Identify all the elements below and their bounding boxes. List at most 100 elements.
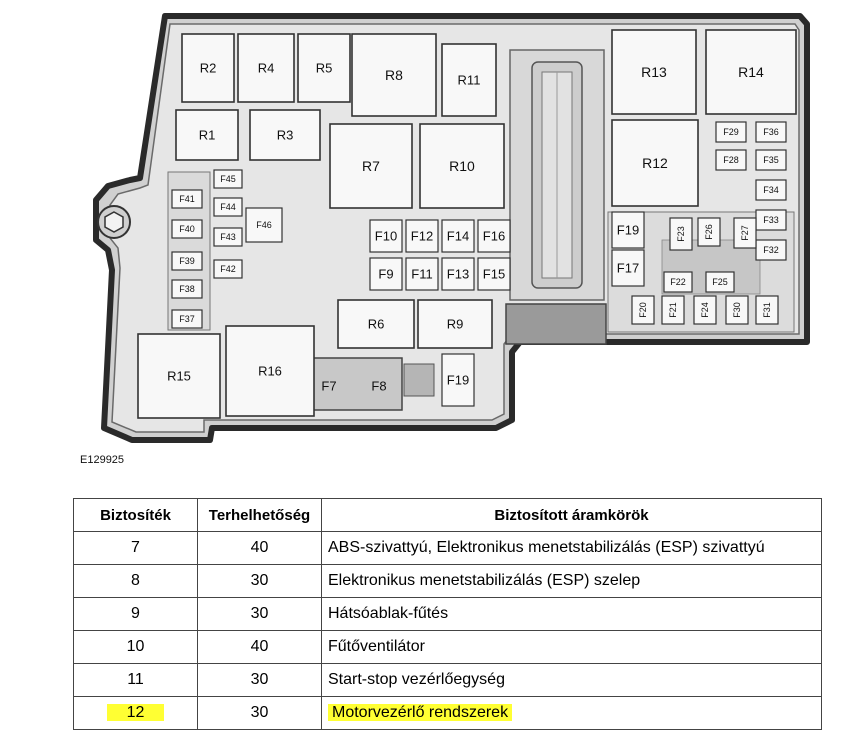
fuse-circuit: Fűtőventilátor <box>321 630 822 664</box>
header-rating: Terhelhetőség <box>197 498 322 532</box>
fuse-rating: 40 <box>197 630 322 664</box>
fuse-rating: 30 <box>197 597 322 631</box>
component-label: R2 <box>200 61 217 76</box>
fuse-number: 8 <box>73 564 198 598</box>
fuse-f44: F44 <box>213 197 243 217</box>
relay-r2: R2 <box>181 33 235 103</box>
component-label: R4 <box>258 61 275 76</box>
fuse-f20: F20 <box>631 295 655 325</box>
fuse-f12: F12 <box>405 219 439 253</box>
fuse-f11: F11 <box>405 257 439 291</box>
mounting-bolt-icon <box>97 205 131 239</box>
fuse-f23: F23 <box>669 217 693 251</box>
component-label: F31 <box>762 302 772 318</box>
component-label: F9 <box>378 267 393 282</box>
table-row: 7 40 ABS-szivattyú, Elektronikus menetst… <box>73 531 822 565</box>
fuse-f30: F30 <box>725 295 749 325</box>
component-label: F26 <box>704 224 714 240</box>
fuse-number: 7 <box>73 531 198 565</box>
component-label: F10 <box>375 229 397 244</box>
component-label: F22 <box>670 277 686 287</box>
component-label: F27 <box>740 225 750 241</box>
component-label: F19 <box>617 223 639 238</box>
component-label: F37 <box>179 314 195 324</box>
fuse-circuit: Motorvezérlő rendszerek <box>321 696 822 730</box>
component-label: R9 <box>447 317 464 332</box>
relay-r1: R1 <box>175 109 239 161</box>
component-label: F44 <box>220 202 236 212</box>
component-label: F43 <box>220 232 236 242</box>
component-label: R14 <box>738 64 764 80</box>
fuse-f38: F38 <box>171 279 203 299</box>
component-label: F34 <box>763 185 779 195</box>
component-label: F19 <box>447 373 469 388</box>
component-label: R5 <box>316 61 333 76</box>
component-label: F45 <box>220 174 236 184</box>
fuse-f22: F22 <box>663 271 693 293</box>
table-row: 10 40 Fűtőventilátor <box>73 630 822 664</box>
fuse-f31: F31 <box>755 295 779 325</box>
component-label: F24 <box>700 302 710 318</box>
header-circuits: Biztosított áramkörök <box>321 498 822 532</box>
component-label: F7 <box>321 379 336 394</box>
component-label: F38 <box>179 284 195 294</box>
fuse-table: Biztosíték Terhelhetőség Biztosított ára… <box>73 498 822 730</box>
component-label: F13 <box>447 267 469 282</box>
relay-r16: R16 <box>225 325 315 417</box>
fuse-rating: 30 <box>197 663 322 697</box>
f7-f8-block <box>311 357 403 411</box>
fuse-number: 9 <box>73 597 198 631</box>
fuse-number: 12 <box>73 696 198 730</box>
fuse-f29: F29 <box>715 121 747 143</box>
fuse-number: 11 <box>73 663 198 697</box>
fuse-f33: F33 <box>755 209 787 231</box>
component-label: F33 <box>763 215 779 225</box>
fuse-rating: 30 <box>197 564 322 598</box>
table-row-highlighted: 12 30 Motorvezérlő rendszerek <box>73 696 822 730</box>
fuse-f35: F35 <box>755 149 787 171</box>
fuse-number: 10 <box>73 630 198 664</box>
fuse-f37: F37 <box>171 309 203 329</box>
component-label: F29 <box>723 127 739 137</box>
figure-id: E129925 <box>80 454 125 466</box>
fuse-f43: F43 <box>213 227 243 247</box>
fuse-circuit: Hátsóablak-fűtés <box>321 597 822 631</box>
component-label: R8 <box>385 67 403 83</box>
fuse-circuit: Start-stop vezérlőegység <box>321 663 822 697</box>
relay-r14: R14 <box>705 29 797 115</box>
relay-r11: R11 <box>441 43 497 117</box>
component-label: F11 <box>411 267 432 282</box>
fuse-f17: F17 <box>611 249 645 287</box>
table-row: 9 30 Hátsóablak-fűtés <box>73 597 822 631</box>
component-label: F40 <box>179 224 195 234</box>
relay-r10: R10 <box>419 123 505 209</box>
component-label: R11 <box>458 73 481 88</box>
component-label: F23 <box>676 226 686 242</box>
table-header-row: Biztosíték Terhelhetőség Biztosított ára… <box>73 498 822 532</box>
component-label: R15 <box>167 369 191 384</box>
fuse-f42: F42 <box>213 259 243 279</box>
relay-r3: R3 <box>249 109 321 161</box>
fuse-f41: F41 <box>171 189 203 209</box>
component-label: R12 <box>642 155 668 171</box>
component-label: F17 <box>617 261 639 276</box>
fuse-circuit: Elektronikus menetstabilizálás (ESP) sze… <box>321 564 822 598</box>
relay-r13: R13 <box>611 29 697 115</box>
table-row: 11 30 Start-stop vezérlőegység <box>73 663 822 697</box>
fuse-f14: F14 <box>441 219 475 253</box>
component-label: R16 <box>258 364 282 379</box>
relay-r7: R7 <box>329 123 413 209</box>
component-label: F25 <box>712 277 728 287</box>
component-label: F28 <box>723 155 739 165</box>
relay-r4: R4 <box>237 33 295 103</box>
component-label: F36 <box>763 127 779 137</box>
component-label: F12 <box>411 229 433 244</box>
f7-f8-clip <box>403 363 435 397</box>
fuse-f25: F25 <box>705 271 735 293</box>
fuse-f10: F10 <box>369 219 403 253</box>
header-fuse: Biztosíték <box>73 498 198 532</box>
table-row: 8 30 Elektronikus menetstabilizálás (ESP… <box>73 564 822 598</box>
relay-r6: R6 <box>337 299 415 349</box>
component-label: R1 <box>199 128 216 143</box>
fuse-f24: F24 <box>693 295 717 325</box>
